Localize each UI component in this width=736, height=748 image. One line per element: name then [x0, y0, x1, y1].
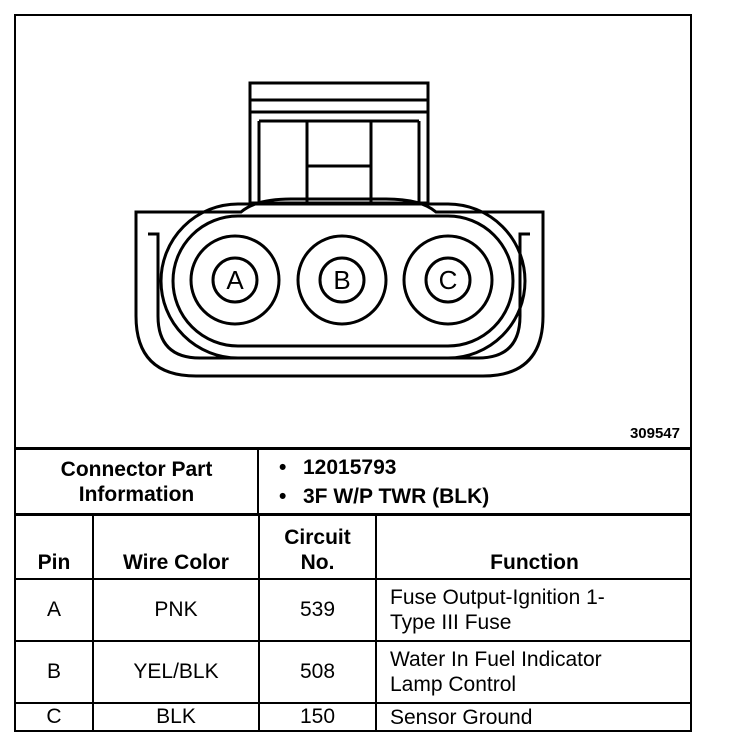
wire-color-cell: PNK [92, 578, 260, 642]
header-pin: Pin [16, 513, 94, 580]
pin-housing [159, 202, 527, 360]
function-cell: Water In Fuel Indicator Lamp Control [375, 640, 692, 704]
pin-cell: B [16, 640, 94, 704]
connector-diagram: A B C [134, 81, 545, 378]
table-row: C BLK 150 Sensor Ground [16, 702, 692, 730]
function-cell: Sensor Ground [375, 702, 692, 730]
pin-cavity-a: A [189, 234, 281, 326]
pin-cavity-inner [424, 256, 472, 304]
pin-label-b: B [333, 265, 350, 295]
wire-color-cell: BLK [92, 702, 260, 730]
function-cell: Fuse Output-Ignition 1- Type III Fuse [375, 578, 692, 642]
header-circuit-line1: Circuit [284, 526, 351, 549]
part-info-table: Connector Part Information 12015793 3F W… [16, 447, 692, 516]
function-line2: Lamp Control [390, 673, 517, 696]
part-info-label-line2: Information [78, 483, 195, 506]
function-line2: Type III Fuse [390, 611, 512, 634]
function-line1: Water In Fuel Indicator [390, 648, 602, 671]
connector-shell [134, 197, 545, 378]
part-info-values: 12015793 3F W/P TWR (BLK) [257, 447, 692, 516]
pin-label-c: C [439, 265, 458, 295]
header-circuit-line2: No. [300, 551, 335, 574]
pin-cavity-b: B [296, 234, 388, 326]
part-description: 3F W/P TWR (BLK) [279, 482, 692, 511]
pin-cavity-outer [296, 234, 388, 326]
function-line1: Fuse Output-Ignition 1- [390, 586, 605, 609]
wire-color-cell: YEL/BLK [92, 640, 260, 704]
connector-shell-inner [148, 232, 530, 360]
locking-tab [248, 81, 430, 205]
pin-cavity-inner [318, 256, 366, 304]
circuit-cell: 508 [258, 640, 377, 704]
pin-label-a: A [226, 265, 244, 295]
part-info-label-line1: Connector Part [60, 458, 213, 481]
connector-frame: ABC 309547 Connector Part Information 12… [14, 14, 692, 732]
pin-cavity-inner [211, 256, 259, 304]
figure-id: 309547 [629, 425, 680, 442]
table-row: B YEL/BLK 508 Water In Fuel Indicator La… [16, 640, 692, 704]
header-function: Function [375, 513, 692, 580]
pin-cell: A [16, 578, 94, 642]
pin-cavity-outer [402, 234, 494, 326]
function-line1: Sensor Ground [390, 705, 533, 729]
pin-table: Pin Wire Color Circuit No. Function A PN… [16, 513, 692, 730]
pin-cell: C [16, 702, 94, 730]
part-number: 12015793 [279, 453, 692, 482]
pin-cavity-c: C [402, 234, 494, 326]
table-row: A PNK 539 Fuse Output-Ignition 1- Type I… [16, 578, 692, 642]
pin-table-header: Pin Wire Color Circuit No. Function [16, 513, 692, 580]
header-circuit: Circuit No. [258, 513, 377, 580]
circuit-cell: 150 [258, 702, 377, 730]
part-info-label: Connector Part Information [16, 447, 259, 516]
circuit-cell: 539 [258, 578, 377, 642]
pin-cavity-outer [189, 234, 281, 326]
header-wire-color: Wire Color [92, 513, 260, 580]
